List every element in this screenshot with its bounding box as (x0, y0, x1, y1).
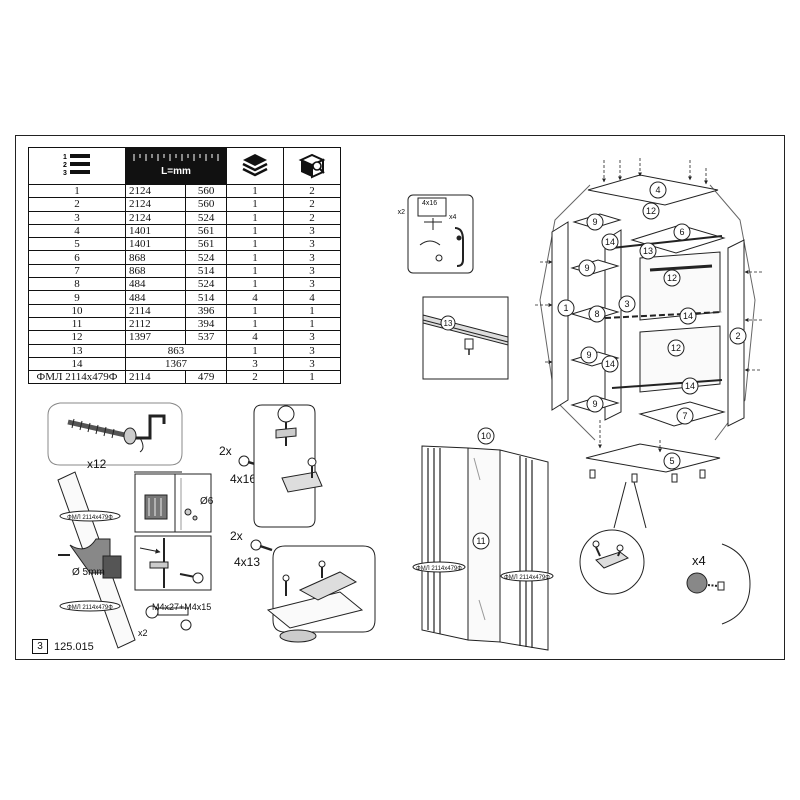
callout-9: 9 (586, 350, 591, 360)
rail-inset: 13 (422, 296, 509, 380)
callout-14: 14 (605, 359, 615, 369)
parts-cell: 396 (185, 303, 227, 318)
callout-9: 9 (592, 217, 597, 227)
doors-exploded: 10 11 ФМЛ 2114x479Ф ФМЛ 2114x479Ф (412, 427, 554, 651)
hook-screw-count: x4 (449, 214, 457, 221)
parts-cell: 524 (185, 210, 227, 225)
box-icon (298, 153, 326, 179)
screw-4x13-size: 4x13 (234, 555, 260, 569)
drill-bit-size: Ø 5mm (72, 567, 105, 578)
door-left (421, 445, 469, 641)
parts-table: 1 2 3 L=mm (28, 147, 341, 385)
svg-text:2: 2 (63, 162, 67, 169)
bolt-size: M4x27+M4x15 (152, 602, 211, 612)
screw-4x16-size: 4x16 (230, 472, 256, 486)
page-footer: 3 125.015 (32, 639, 94, 654)
product-code: 125.015 (54, 640, 94, 653)
callout-9: 9 (592, 399, 597, 409)
numbered-list-icon: 1 2 3 (63, 153, 90, 177)
feet-detail: x4 (686, 543, 751, 625)
parts-cell: 1401 (124, 237, 187, 252)
parts-cell: 479 (185, 370, 227, 385)
side-panel-drill-view: ФМЛ 2114x479Ф ФМЛ 2114x479Ф Ø 5mm (57, 471, 136, 649)
parts-cell: ФМЛ 2114x479Ф (28, 370, 126, 385)
bolt-qty: x2 (138, 628, 148, 638)
col-length: L=mm (125, 147, 227, 185)
screw-4x16-qty: 2x (219, 444, 232, 458)
hook-qty: x2 (398, 209, 406, 216)
leg-detail (579, 481, 647, 595)
bolt-panel: M4x27+M4x15 x2 (138, 602, 211, 638)
svg-text:3: 3 (63, 170, 67, 177)
parts-cell: 2124 (124, 210, 187, 225)
callout-11: 11 (476, 536, 485, 546)
mirror-label-door-right: ФМЛ 2114x479Ф (504, 575, 550, 581)
back-panel-12b (639, 325, 721, 393)
callout-12: 12 (671, 343, 681, 353)
screw-count: x12 (87, 457, 107, 471)
back-panel-12a (639, 251, 721, 321)
callout-3: 3 (624, 299, 629, 309)
parts-cell: 394 (185, 316, 227, 332)
parts-cell: 1397 (124, 330, 187, 345)
callout-14: 14 (683, 311, 693, 321)
callout-5: 5 (669, 456, 674, 466)
mirror-label-left-bottom: ФМЛ 2114x479Ф (67, 605, 113, 611)
feet-count: x4 (692, 553, 706, 568)
page-number: 3 (32, 639, 48, 654)
bottom-panel-5 (585, 443, 721, 473)
callout-14: 14 (685, 381, 695, 391)
hook-screw-size: 4x16 (422, 200, 437, 207)
screw-4x13-qty: 2x (230, 529, 243, 543)
lag-screw-panel: x12 (47, 402, 183, 471)
callout-10: 10 (481, 431, 491, 441)
callout-8: 8 (594, 309, 599, 319)
ruler-label: L=mm (161, 166, 191, 177)
col-package (283, 147, 341, 185)
callout-14: 14 (605, 237, 615, 247)
callout-7: 7 (682, 411, 687, 421)
instruction-sheet-frame (15, 135, 785, 660)
hook-inset: 4x16 x2 x4 (398, 194, 474, 274)
cabinet-exploded-view: 4 12 9 6 14 13 9 12 1 3 8 14 2 12 9 14 1… (535, 158, 762, 483)
side-panel-1 (551, 221, 569, 411)
callout-13: 13 (643, 246, 653, 256)
callout-2: 2 (735, 331, 740, 341)
parts-cell: 1 (283, 370, 341, 385)
middle-panel-3 (604, 229, 622, 421)
door-right (499, 449, 549, 651)
callout-circles (557, 181, 747, 470)
screw-4x16-panel: 2x 4x16 (219, 404, 323, 528)
parts-cell: 2114 (124, 370, 187, 385)
callout-6: 6 (679, 227, 684, 237)
col-quantity (226, 147, 284, 185)
svg-text:1: 1 (63, 154, 67, 161)
rail-callout-13: 13 (444, 319, 453, 328)
callout-12: 12 (646, 206, 656, 216)
mirror-label-door-left: ФМЛ 2114x479Ф (416, 566, 462, 572)
parts-cell: 868 (124, 250, 187, 265)
mirror-label-left-top: ФМЛ 2114x479Ф (67, 515, 113, 521)
callout-4: 4 (655, 185, 660, 195)
layers-icon (242, 153, 268, 176)
wall-anchor-panel: ! Ø6 (134, 471, 214, 591)
parts-cell: 863 (125, 343, 227, 358)
drill-hole-size: Ø6 (200, 496, 214, 507)
callout-1: 1 (563, 303, 568, 313)
screw-4x13-panel: 2x 4x13 (230, 529, 376, 643)
parts-cell: 868 (124, 263, 187, 279)
callout-12: 12 (667, 273, 677, 283)
ruler-icon: L=mm (133, 153, 219, 177)
callout-9: 9 (584, 263, 589, 273)
